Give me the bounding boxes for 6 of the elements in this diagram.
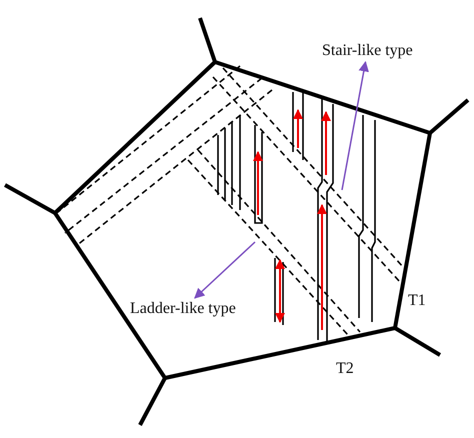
callout-text: Ladder-like type <box>130 300 236 318</box>
leader-line <box>341 60 369 190</box>
twin-label: T2 <box>336 360 354 378</box>
twin-label: T1 <box>408 292 426 310</box>
callout-text: Stair-like type <box>322 42 413 60</box>
leader-line <box>194 241 256 299</box>
